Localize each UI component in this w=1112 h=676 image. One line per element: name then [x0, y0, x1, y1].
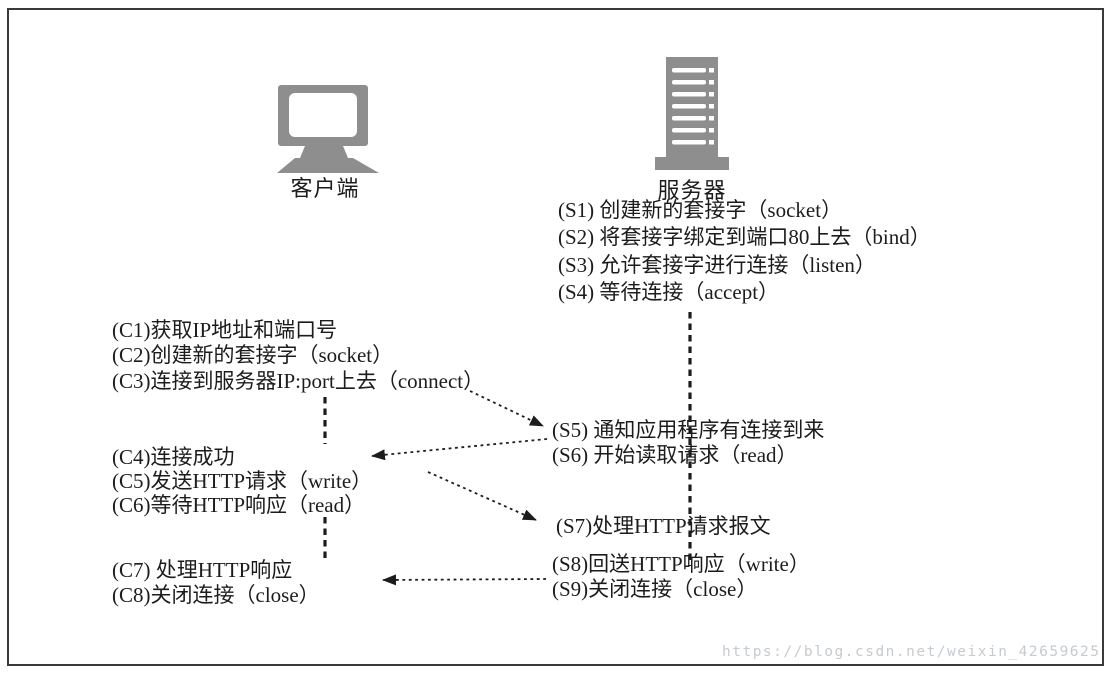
step-s8: (S8)回送HTTP响应（write）	[552, 552, 810, 576]
step-s6: (S6) 开始读取请求（read）	[552, 443, 798, 468]
client-steps-request: (C4)连接成功 (C5)发送HTTP请求（write） (C6)等待HTTP响…	[112, 445, 373, 517]
server-steps-setup: (S1) 创建新的套接字（socket） (S2) 将套接字绑定到端口80上去（…	[558, 197, 931, 307]
step-s7: (S7)处理HTTP请求报文	[556, 514, 771, 538]
client-steps-close: (C7) 处理HTTP响应 (C8)关闭连接（close）	[112, 558, 320, 608]
step-s4: (S4) 等待连接（accept）	[558, 280, 780, 305]
step-s2: (S2) 将套接字绑定到端口80上去（bind）	[558, 225, 931, 250]
arrow-accepted-s5-to-c4	[371, 438, 548, 461]
server-tower-icon	[655, 57, 729, 170]
server-steps-accept: (S5) 通知应用程序有连接到来 (S6) 开始读取请求（read）	[552, 418, 824, 468]
step-c5: (C5)发送HTTP请求（write）	[112, 468, 373, 493]
watermark-url: https://blog.csdn.net/weixin_42659625	[722, 644, 1101, 660]
step-c4: (C4)连接成功	[112, 445, 235, 469]
client-steps-connect: (C1)获取IP地址和端口号 (C2)创建新的套接字（socket） (C3)连…	[112, 318, 484, 394]
step-s1: (S1) 创建新的套接字（socket）	[558, 198, 843, 222]
arrow-request-c5-to-s7	[427, 471, 537, 521]
step-c3: (C3)连接到服务器IP:port上去（connect）	[112, 368, 485, 393]
server-steps-respond: (S8)回送HTTP响应（write） (S9)关闭连接（close）	[552, 552, 810, 601]
client-label: 客户端	[290, 176, 360, 201]
step-c1: (C1)获取IP地址和端口号	[112, 318, 338, 342]
server-steps-process: (S7)处理HTTP请求报文	[556, 514, 771, 539]
arrow-connect-c3-to-s5	[469, 390, 544, 427]
step-c2: (C2)创建新的套接字（socket）	[112, 343, 394, 368]
server-label: 服务器	[657, 178, 727, 203]
diagram-border	[7, 8, 1104, 666]
arrow-response-s8-to-c7	[382, 574, 547, 586]
client-computer-icon	[277, 85, 379, 173]
step-s5: (S5) 通知应用程序有连接到来	[552, 418, 825, 442]
step-c7: (C7) 处理HTTP响应	[112, 558, 293, 582]
step-s3: (S3) 允许套接字进行连接（listen）	[558, 252, 876, 277]
step-c8: (C8)关闭连接（close）	[112, 583, 320, 608]
step-c6: (C6)等待HTTP响应（read）	[112, 492, 366, 517]
step-s9: (S9)关闭连接（close）	[552, 576, 758, 601]
